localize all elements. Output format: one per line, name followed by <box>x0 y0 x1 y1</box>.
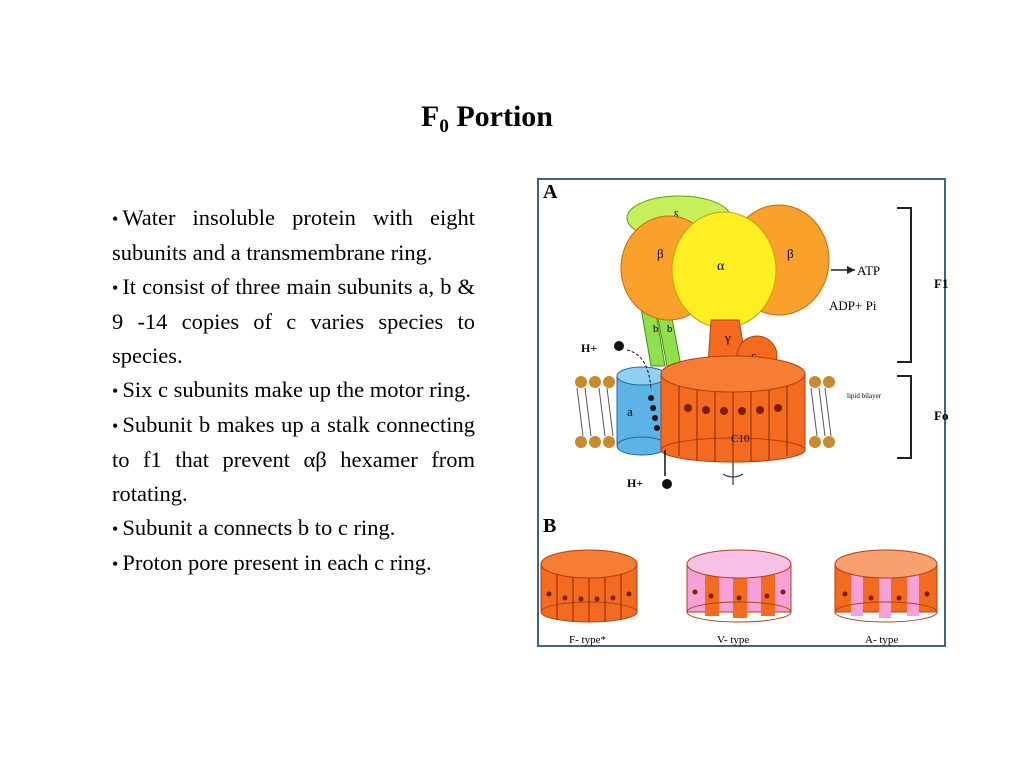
atp-arrowhead-icon <box>847 266 855 274</box>
bullet-item: •Water insoluble protein with eight subu… <box>112 205 475 265</box>
atp-label: ATP <box>857 263 880 278</box>
bullet-item: •Proton pore present in each c ring. <box>112 550 432 575</box>
subunit-a-label: a <box>627 404 633 419</box>
rotation-arrow-icon <box>722 462 744 485</box>
fo-label: Fo <box>934 408 948 423</box>
subunit-a-bottom <box>616 436 668 456</box>
bullet-item: •It consist of three main subunits a, b … <box>112 274 475 368</box>
v-type-label: V- type <box>717 634 749 646</box>
delta-label: δ <box>673 208 679 223</box>
f-type-label: F- type* <box>569 634 606 646</box>
a-type-label: A- type <box>865 634 898 646</box>
c-ring-label: C10 <box>731 433 750 445</box>
panel-b-label: B <box>543 515 556 537</box>
subunit-a <box>616 375 668 447</box>
atp-synthase-diagram: A F1 Fo b b δ β β α γ ε ATP ADP+ Pi <box>540 181 948 646</box>
proton-path <box>614 341 672 489</box>
slide-title: F0 Portion <box>0 100 974 138</box>
epsilon-label: ε <box>751 348 757 363</box>
bullet-item: •Subunit b makes up a stalk connecting t… <box>112 412 475 506</box>
bullet-dot-icon: • <box>112 381 119 401</box>
h-top-label: H+ <box>581 341 597 355</box>
f-type-ring <box>540 549 638 623</box>
v-type-ring <box>686 549 792 623</box>
title-main: F <box>421 100 440 133</box>
bullet-dot-icon: • <box>112 416 119 436</box>
bullet-dot-icon: • <box>112 519 119 539</box>
fo-bracket <box>897 375 912 459</box>
title-rest: Portion <box>448 100 553 133</box>
bullet-dot-icon: • <box>112 209 119 229</box>
b-right-label: b <box>667 323 673 335</box>
a-type-ring <box>834 549 938 623</box>
bullet-dot-icon: • <box>112 554 119 574</box>
lipid-bilayer-right <box>809 376 835 448</box>
title-subscript: 0 <box>439 116 449 137</box>
lipid-bilayer-label: lipid bilayer <box>847 392 882 400</box>
beta-left-label: β <box>657 246 664 261</box>
f1-label: F1 <box>934 276 948 291</box>
f1-bracket <box>897 207 912 363</box>
atp-synthase-figure: A F1 Fo b b δ β β α γ ε ATP ADP+ Pi <box>537 178 948 647</box>
adp-label: ADP+ Pi <box>829 298 877 313</box>
lipid-bilayer-left <box>575 376 615 448</box>
c-ring-segments <box>678 386 788 462</box>
bullet-item: •Six c subunits make up the motor ring. <box>112 377 472 402</box>
bullet-list: •Water insoluble protein with eight subu… <box>112 201 475 581</box>
beta-right-label: β <box>787 246 794 261</box>
proton-path-arrow <box>626 349 652 391</box>
gamma-label: γ <box>724 330 731 345</box>
b-left-label: b <box>653 323 659 335</box>
bullet-item: •Subunit a connects b to c ring. <box>112 515 396 540</box>
subunit-a-top <box>616 366 668 386</box>
panel-a-label: A <box>543 181 558 203</box>
h-bottom-label: H+ <box>627 476 643 490</box>
c-ring-top <box>660 355 806 393</box>
alpha-label: α <box>717 259 725 274</box>
c-ring-proton-sites <box>684 404 782 415</box>
bullet-dot-icon: • <box>112 278 119 298</box>
